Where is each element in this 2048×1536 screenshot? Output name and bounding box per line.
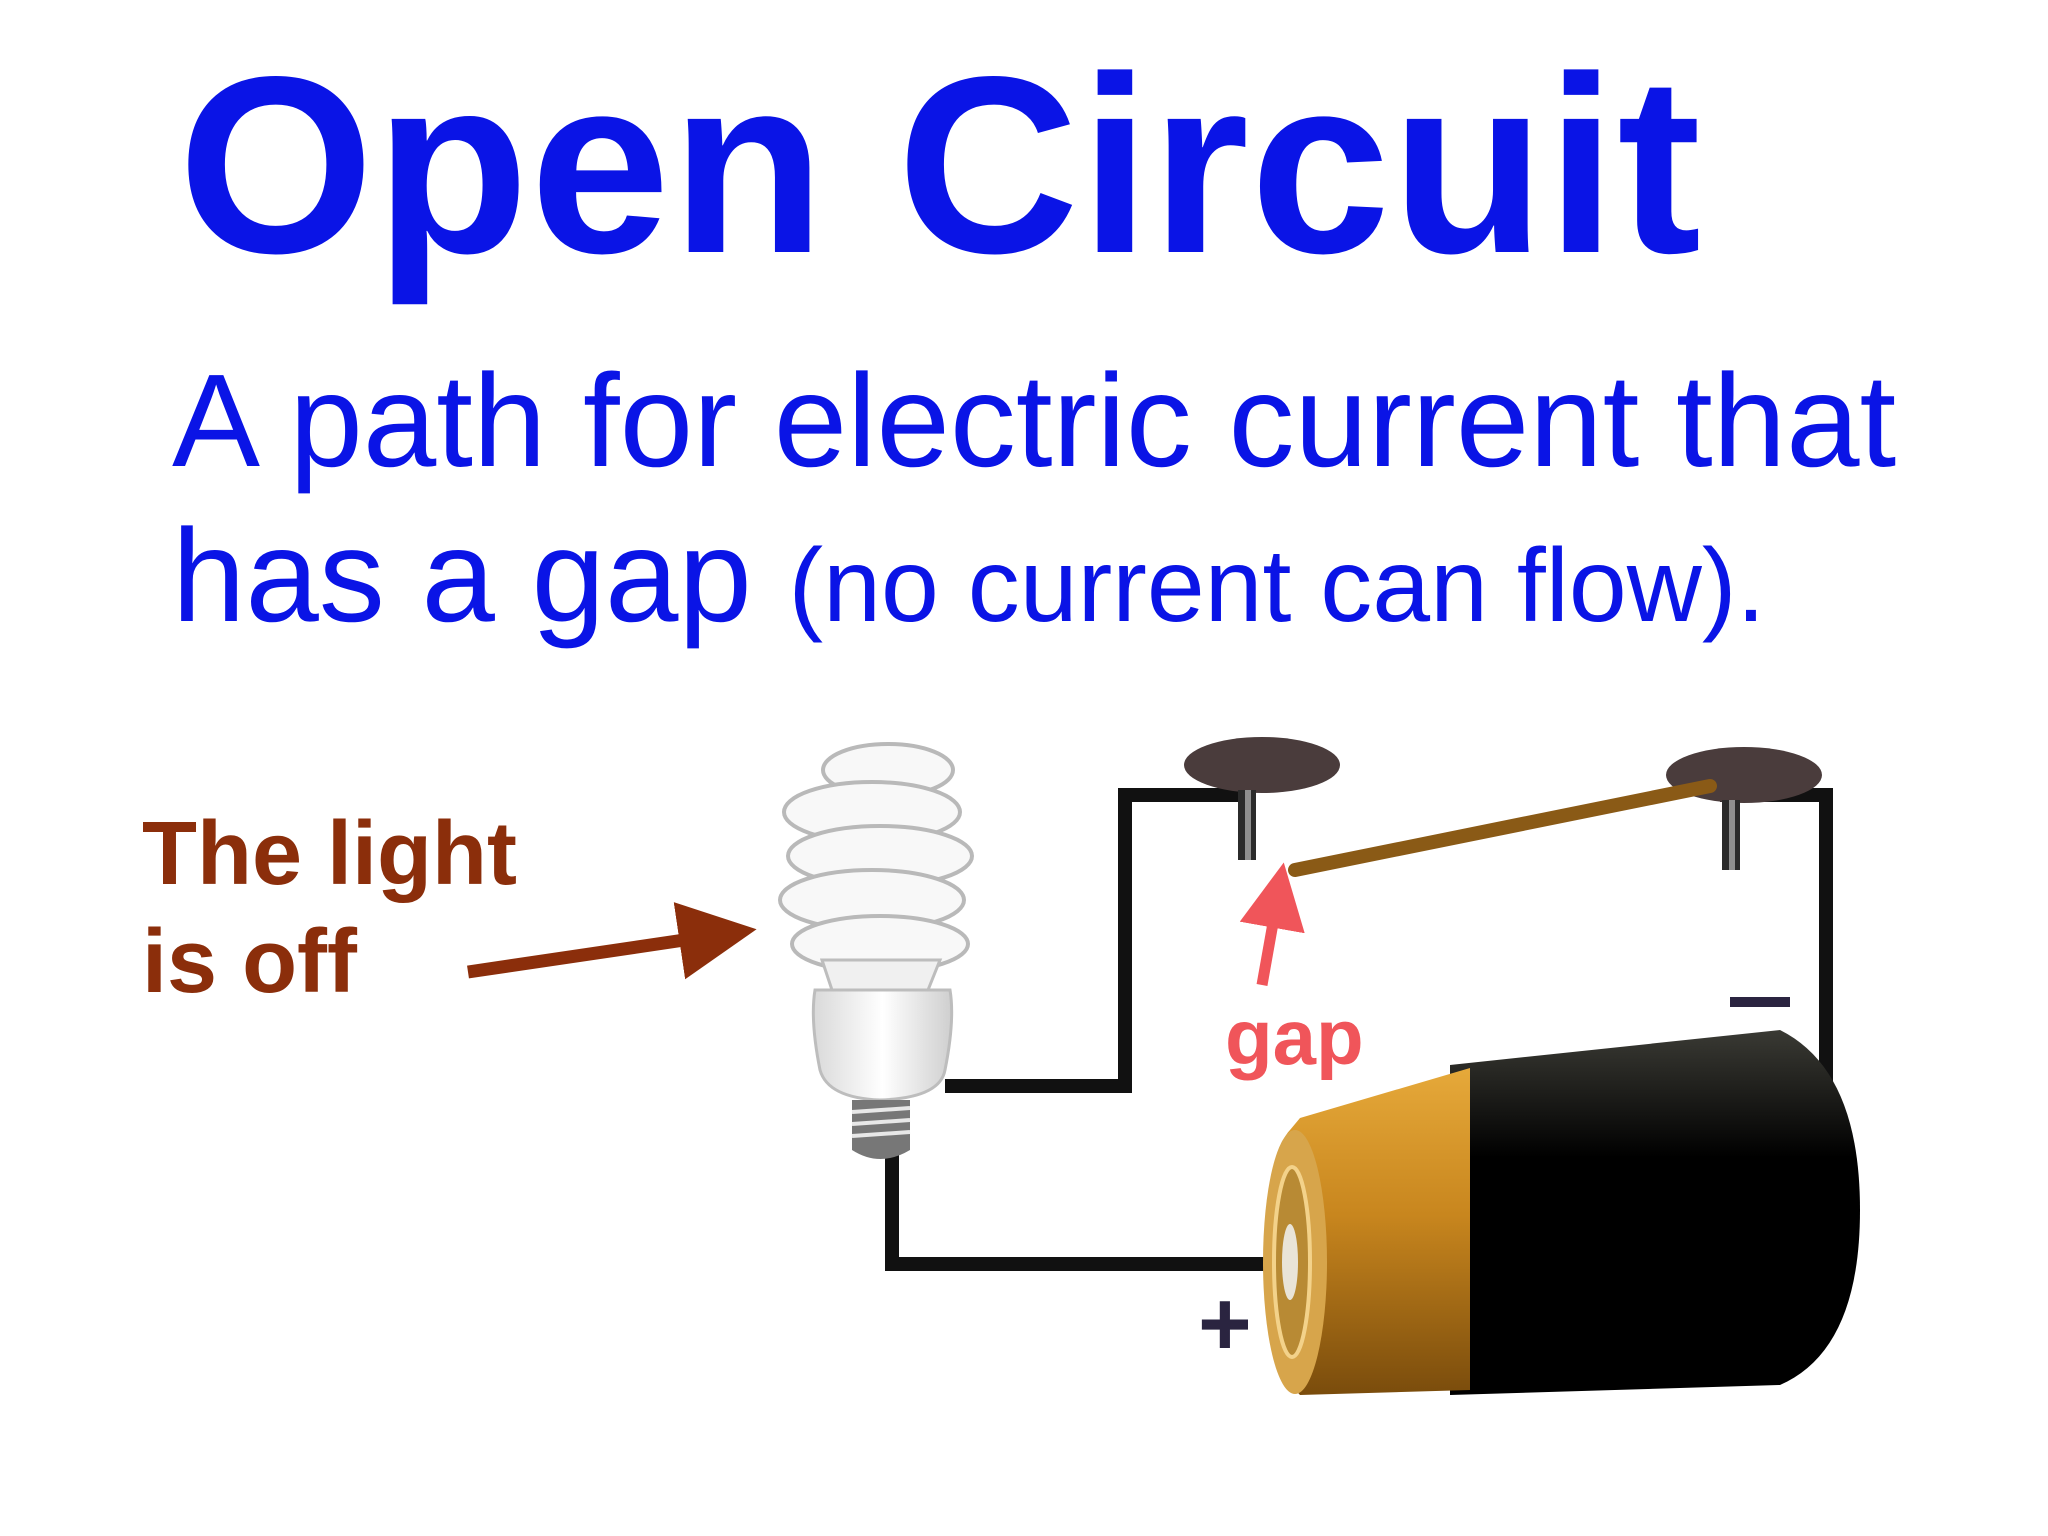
light-bulb-icon <box>778 742 974 1159</box>
definition-main: has a gap <box>172 502 752 649</box>
switch-terminal-left <box>1184 737 1340 793</box>
page-title: Open Circuit <box>178 25 1703 306</box>
arrow-icon <box>467 902 757 980</box>
definition-note: (no current can flow). <box>788 528 1766 644</box>
light-off-label: The light is off <box>142 800 517 1016</box>
gap-label: gap <box>1225 993 1364 1081</box>
gap-arrow-icon <box>1239 862 1305 986</box>
definition-line-1: A path for electric current that <box>172 347 1897 494</box>
definition-line-2: has a gap (no current can flow). <box>172 510 1765 642</box>
wire-bulb-to-switch <box>945 788 1252 1093</box>
switch-icon <box>1184 737 1822 877</box>
battery-body <box>1450 1030 1860 1395</box>
battery-positive-label: + <box>1198 1273 1252 1375</box>
battery-icon <box>1263 997 1860 1395</box>
wire-bulb-to-battery-positive <box>885 1150 1282 1271</box>
bulb-screw <box>852 1100 910 1159</box>
bulb-base <box>811 988 954 1102</box>
light-off-label-line-2: is off <box>142 912 357 1012</box>
switch-lever <box>1288 779 1717 877</box>
light-off-label-line-1: The light <box>142 804 517 904</box>
